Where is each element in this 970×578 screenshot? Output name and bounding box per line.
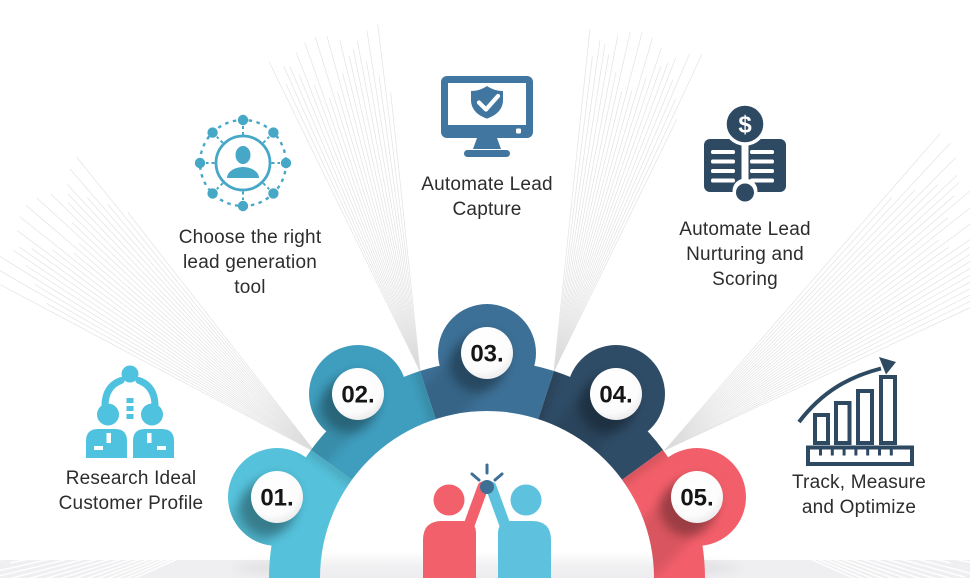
- network-icon: [194, 114, 292, 212]
- team-icon: [86, 365, 174, 458]
- book-dollar-icon: $: [704, 102, 786, 204]
- step-number-badge-4: 04.: [590, 368, 642, 420]
- growth-chart-icon: [797, 357, 914, 466]
- step-number-1: 01.: [260, 485, 293, 512]
- clap-burst-icon: [470, 463, 504, 482]
- step-number-badge-3: 03.: [461, 327, 513, 379]
- step-label-2: Choose the right lead generation tool: [178, 227, 322, 298]
- high-five-illustration: [423, 463, 551, 578]
- step-number-5: 05.: [680, 485, 713, 512]
- dollar-glyph: $: [738, 112, 752, 139]
- step-number-badge-2: 02.: [332, 368, 384, 420]
- step-number-badge-1: 01.: [251, 471, 303, 523]
- step-number-badge-5: 05.: [671, 471, 723, 523]
- step-number-4: 04.: [599, 382, 632, 409]
- step-number-3: 03.: [470, 341, 503, 368]
- monitor-shield-icon: [441, 76, 533, 157]
- step-label-1: Research Ideal Customer Profile: [58, 468, 204, 514]
- step-label-3: Automate Lead Capture: [421, 174, 553, 220]
- step-number-2: 02.: [341, 382, 374, 409]
- right-person: [485, 481, 551, 578]
- left-person: [423, 481, 489, 578]
- inner-semicircle: [320, 411, 654, 578]
- hands-clap: [480, 480, 494, 494]
- step-label-5: Track, Measure and Optimize: [791, 472, 927, 518]
- step-label-4: Automate Lead Nurturing and Scoring: [679, 219, 811, 290]
